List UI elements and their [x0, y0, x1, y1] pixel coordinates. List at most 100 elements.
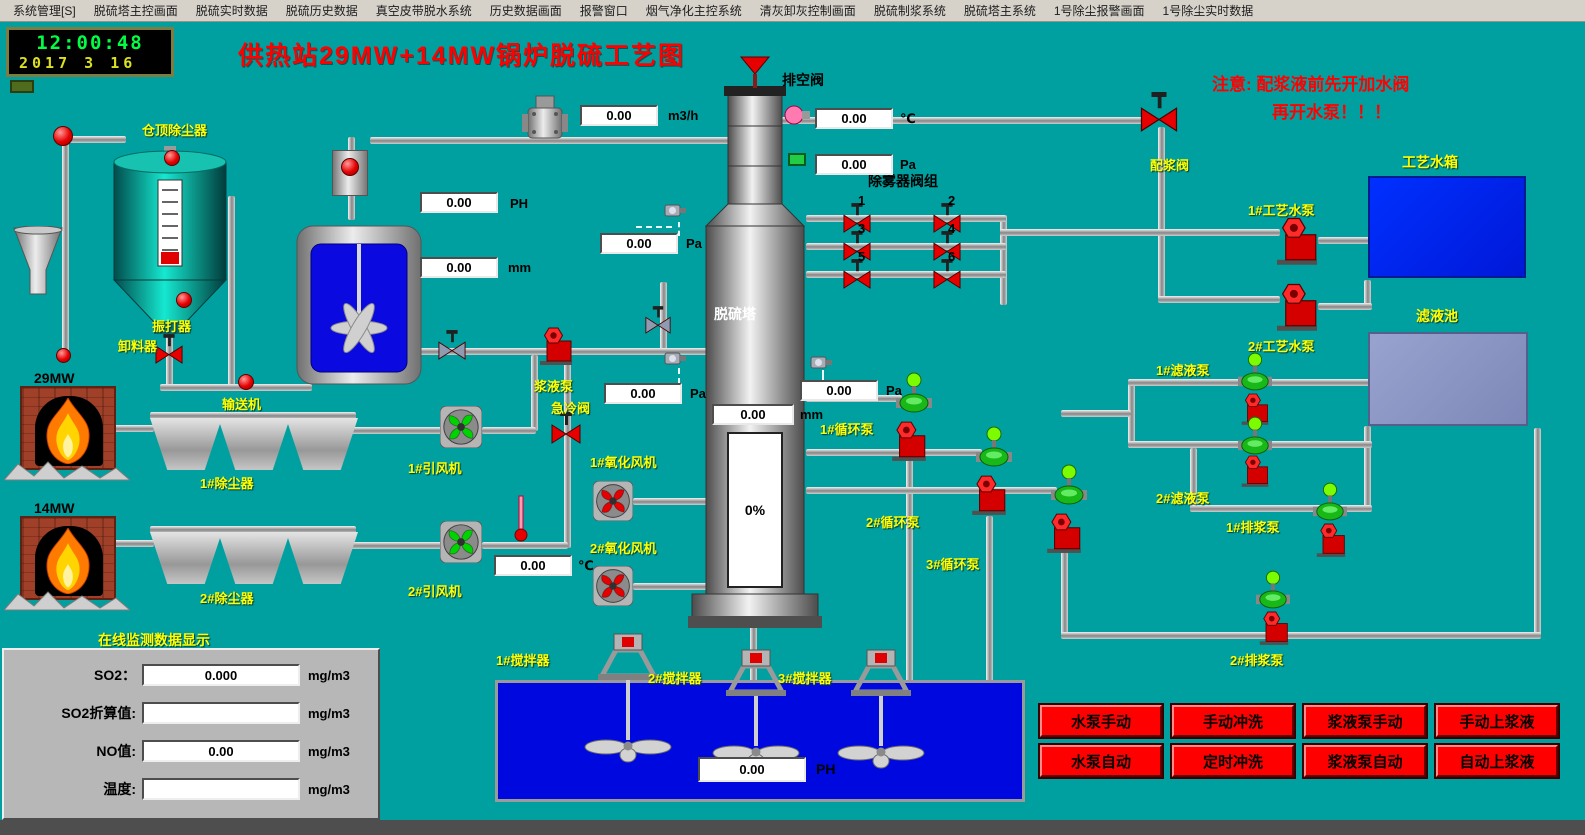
menu-item-ash-control[interactable]: 清灰卸灰控制画面	[759, 4, 856, 18]
demister-valve-3[interactable]	[843, 231, 871, 261]
silo-dust-collector[interactable]	[108, 146, 232, 338]
circulation-pump-3[interactable]	[1045, 512, 1083, 554]
demister-valve-num-5: 5	[858, 249, 866, 264]
vibrator-label: 振打器	[152, 319, 192, 334]
process-water-tank-label: 工艺水箱	[1402, 154, 1458, 170]
outlet-pressure-value: 0.00	[815, 154, 893, 175]
filtrate-pump-1-label: 1#滤液泵	[1156, 363, 1210, 378]
filtrate-pump-2[interactable]	[1240, 454, 1270, 488]
monitor-value: 0.000	[142, 664, 300, 686]
pipe	[1534, 428, 1541, 638]
menu-item-tower-main[interactable]: 脱硫塔主控画面	[93, 4, 178, 18]
furnace-opening	[35, 396, 103, 466]
circulation-pump-2[interactable]	[970, 474, 1008, 516]
slurry-discharge-pump-1[interactable]	[1315, 522, 1347, 558]
oxidation-fan-2-label: 2#氧化风机	[590, 541, 657, 556]
conveyor-label: 输送机	[222, 397, 262, 412]
pipe	[350, 542, 442, 549]
timed-flush-button[interactable]: 定时冲洗	[1170, 743, 1296, 779]
filtrate-pool	[1368, 332, 1528, 426]
agitator-3-motor[interactable]	[843, 648, 919, 696]
slurry-pump-manual-button[interactable]: 浆液泵手动	[1302, 703, 1428, 739]
slurry-pump-auto-button[interactable]: 浆液泵自动	[1302, 743, 1428, 779]
pipe	[1128, 379, 1135, 448]
monitor-value	[142, 702, 300, 724]
manual-flush-button[interactable]: 手动冲洗	[1170, 703, 1296, 739]
slurry-prep-valve-label: 配浆阀	[1150, 158, 1190, 173]
menu-item-realtime[interactable]: 脱硫实时数据	[195, 4, 268, 18]
pressure-transmitter-icon	[664, 348, 688, 368]
level-gauge-tube	[62, 142, 69, 354]
auto-slurry-feed-button[interactable]: 自动上浆液	[1434, 743, 1560, 779]
filtrate-pool-label: 滤液池	[1416, 308, 1458, 324]
tank-ph-unit: PH	[510, 196, 529, 211]
filtrate-pump-2-valve[interactable]	[1238, 416, 1272, 456]
discharger-valve[interactable]	[155, 334, 183, 364]
menu-item-slurry-system[interactable]: 脱硫制浆系统	[873, 4, 946, 18]
vent-valve[interactable]	[740, 56, 770, 90]
agitator-2-label: 2#搅拌器	[648, 671, 702, 686]
pipe	[779, 117, 1151, 124]
discharger-label: 卸料器	[118, 339, 158, 354]
tower-inlet-valve[interactable]	[645, 306, 671, 334]
page-title: 供热站29MW+14MW锅炉脱硫工艺图	[238, 42, 686, 70]
conveyor-indicator	[238, 374, 254, 390]
flue-flow-unit: m3/h	[668, 108, 699, 123]
menu-item-history-screen[interactable]: 历史数据画面	[489, 4, 562, 18]
draft-fan-1[interactable]	[440, 406, 482, 448]
circulation-pump-1-label: 1#循环泵	[820, 422, 874, 437]
monitor-unit: mg/m3	[308, 743, 350, 759]
slurry-discharge-pump-2-valve[interactable]	[1256, 570, 1290, 610]
pipe-top-line	[370, 137, 734, 144]
menu-item-dust1-realtime[interactable]: 1号除尘实时数据	[1162, 4, 1254, 18]
slurry-pump[interactable]	[538, 326, 574, 366]
pipe	[350, 427, 442, 434]
monitor-unit: mg/m3	[308, 667, 350, 683]
circulation-pump-3-valve[interactable]	[1051, 464, 1087, 506]
pipe	[68, 136, 126, 143]
pipe	[166, 330, 173, 388]
circulation-pump-2-valve[interactable]	[976, 426, 1012, 468]
pipe-demister-2	[806, 243, 1006, 250]
water-pump-manual-button[interactable]: 水泵手动	[1038, 703, 1164, 739]
demister-valve-2[interactable]	[933, 203, 961, 233]
oxidation-fan-2[interactable]	[593, 566, 633, 606]
draft-fan-2[interactable]	[440, 521, 482, 563]
menu-item-vacuum-belt[interactable]: 真空皮带脱水系统	[375, 4, 472, 18]
process-water-pump-2[interactable]	[1274, 282, 1320, 332]
dust-collector-2-cell	[150, 532, 222, 584]
slurry-discharge-pump-2-label: 2#排浆泵	[1230, 653, 1284, 668]
slurry-line-valve[interactable]	[438, 330, 466, 360]
agitator-3-label: 3#搅拌器	[778, 671, 832, 686]
filtrate-pump-1-valve[interactable]	[1238, 352, 1272, 392]
slurry-discharge-pump-1-valve[interactable]	[1313, 482, 1347, 522]
menu-item-purify-main[interactable]: 烟气净化主控系统	[645, 4, 742, 18]
demister-valve-1[interactable]	[843, 203, 871, 233]
boiler-29mw-label: 29MW	[34, 370, 75, 386]
demister-valve-4[interactable]	[933, 231, 961, 261]
menu-item-alarm-window[interactable]: 报警窗口	[579, 4, 628, 18]
pipe	[660, 282, 667, 352]
menu-bar: 系统管理[S] 脱硫塔主控画面 脱硫实时数据 脱硫历史数据 真空皮带脱水系统 历…	[0, 0, 1585, 22]
demister-valve-5[interactable]	[843, 259, 871, 289]
circulation-pump-2-label: 2#循环泵	[866, 515, 920, 530]
circulation-pump-1[interactable]	[890, 420, 928, 462]
manual-slurry-feed-button[interactable]: 手动上浆液	[1434, 703, 1560, 739]
oxidation-fan-1[interactable]	[593, 481, 633, 521]
agitator-1-label: 1#搅拌器	[496, 653, 550, 668]
clock-panel: 12:00:48 2017 3 16	[6, 27, 174, 77]
monitor-label: SO2折算值:	[61, 705, 136, 721]
demister-valve-6[interactable]	[933, 259, 961, 289]
menu-item-history[interactable]: 脱硫历史数据	[285, 4, 358, 18]
slurry-prep-valve[interactable]	[1140, 92, 1178, 132]
menu-item-dust1-alarm[interactable]: 1号除尘报警画面	[1053, 4, 1145, 18]
menu-item-tower-system[interactable]: 脱硫塔主系统	[963, 4, 1036, 18]
slurry-mixing-tank[interactable]	[293, 216, 425, 394]
pressure-sensor-icon	[788, 153, 806, 166]
menu-item-system[interactable]: 系统管理[S]	[13, 4, 76, 18]
demister-valve-num-1: 1	[858, 193, 866, 208]
process-water-pump-1[interactable]	[1274, 216, 1320, 266]
water-pump-auto-button[interactable]: 水泵自动	[1038, 743, 1164, 779]
pipe	[1000, 215, 1007, 305]
slurry-discharge-pump-2[interactable]	[1258, 610, 1290, 646]
